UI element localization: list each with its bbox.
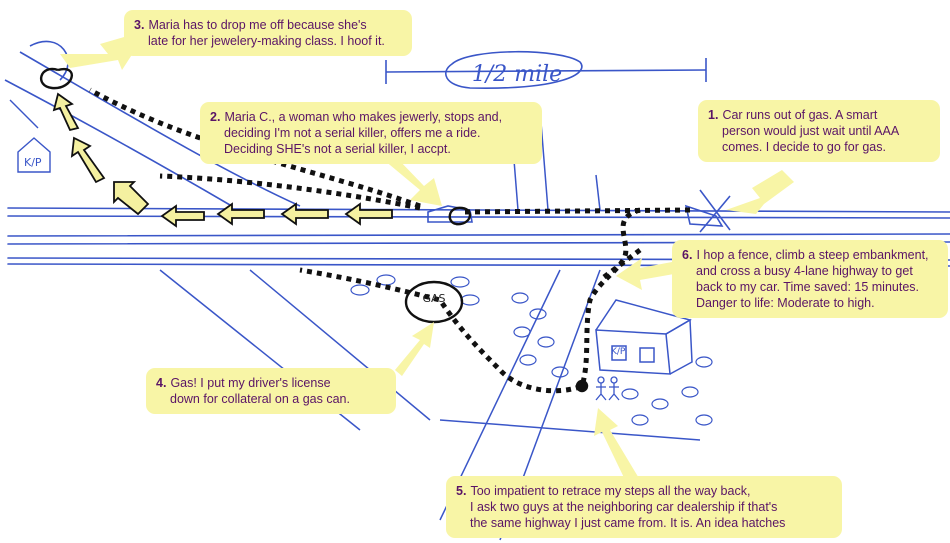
callout-3-line-1: Maria has to drop me off because she's [148, 18, 367, 32]
walking-route [88, 87, 691, 394]
callout-6-line-3: back to my car. Time saved: 15 minutes. [696, 280, 920, 294]
callout-1-number: 1. [708, 108, 719, 122]
callout-1: 1.Car runs out of gas. A smart person wo… [698, 100, 940, 162]
callout-6-line-4: Danger to life: Moderate to high. [696, 296, 875, 310]
callout-6-line-2: and cross a busy 4-lane highway to get [696, 264, 913, 278]
callout-1-line-3: comes. I decide to go for gas. [722, 140, 886, 154]
callout-2: 2.Maria C., a woman who makes jewerly, s… [200, 102, 542, 164]
house-label-left: K/P [24, 156, 42, 169]
callout-3: 3.Maria has to drop me off because she's… [124, 10, 412, 56]
scale-label: 1/2 mile [471, 62, 563, 87]
house-left [9, 99, 51, 173]
route-loops [40, 67, 589, 393]
road-arrows [52, 92, 393, 228]
callout-3-number: 3. [134, 18, 145, 32]
callout-6: 6.I hop a fence, climb a steep embankmen… [672, 240, 948, 318]
callout-4: 4.Gas! I put my driver's license down fo… [146, 368, 396, 414]
dealership-cars [350, 274, 713, 426]
callout-2-line-3: Deciding SHE's not a serial killer, I ac… [224, 142, 451, 156]
callout-6-line-1: I hop a fence, climb a steep embankment, [696, 248, 929, 262]
diagonal-road [4, 40, 301, 207]
two-guys [595, 376, 620, 401]
callout-4-line-2: down for collateral on a gas can. [170, 392, 350, 406]
house-label-dealer: K/P [611, 347, 626, 357]
callout-5: 5.Too impatient to retrace my steps all … [446, 476, 842, 538]
callout-5-number: 5. [456, 484, 467, 498]
callout-3-line-2: late for her jewelery-making class. I ho… [148, 34, 385, 48]
callout-6-number: 6. [682, 248, 693, 262]
callout-2-line-2: deciding I'm not a serial killer, offers… [224, 126, 481, 140]
callout-5-line-2: I ask two guys at the neighboring car de… [470, 500, 778, 514]
callout-2-number: 2. [210, 110, 221, 124]
callout-4-number: 4. [156, 376, 167, 390]
broken-car [684, 189, 731, 233]
dealership-building [595, 299, 693, 375]
callout-5-line-3: the same highway I just came from. It is… [470, 516, 786, 530]
callout-5-line-1: Too impatient to retrace my steps all th… [470, 484, 751, 498]
scale-bar [385, 50, 707, 89]
callout-4-line-1: Gas! I put my driver's license [170, 376, 331, 390]
gas-can-label: GAS [422, 292, 446, 305]
callout-1-line-1: Car runs out of gas. A smart [722, 108, 878, 122]
callout-2-line-1: Maria C., a woman who makes jewerly, sto… [224, 110, 503, 124]
callout-1-line-2: person would just wait until AAA [722, 124, 900, 138]
